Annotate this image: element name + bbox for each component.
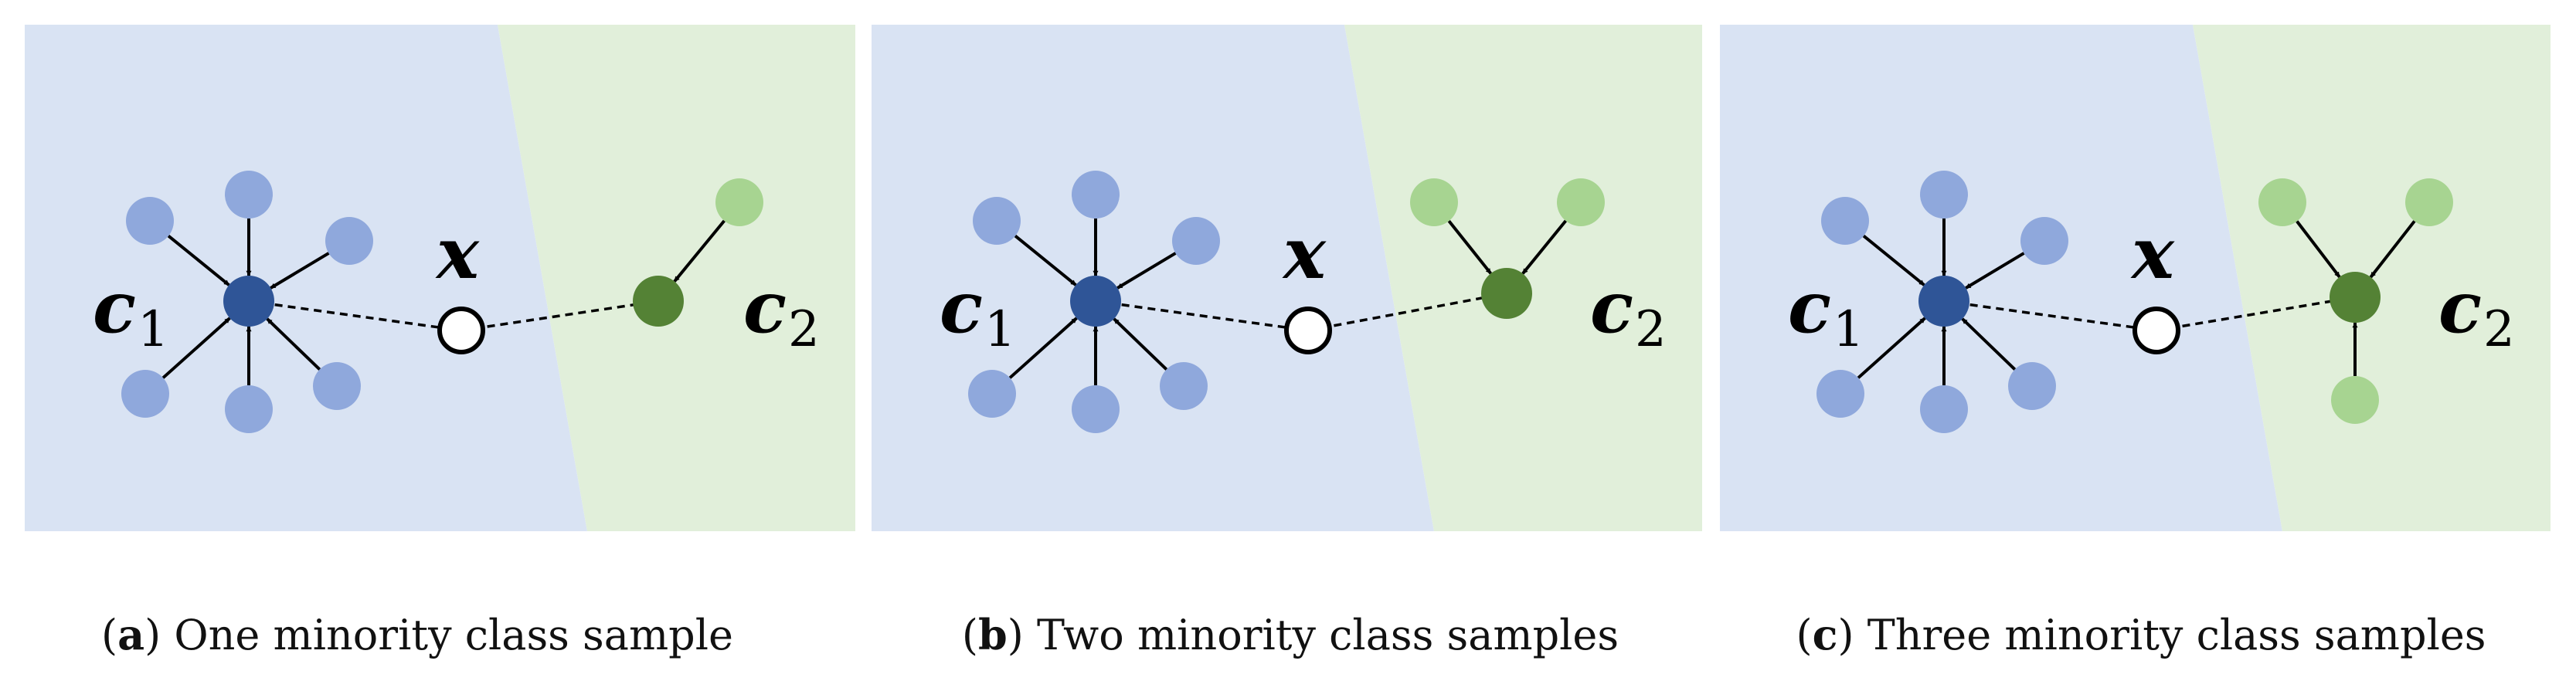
majority-sample bbox=[973, 197, 1021, 245]
majority-arrow bbox=[270, 252, 330, 290]
caption-paren-close: ) bbox=[1837, 611, 1867, 659]
majority-sample bbox=[1172, 217, 1220, 265]
majority-sample bbox=[1072, 171, 1120, 219]
minority-arrow bbox=[1447, 220, 1493, 275]
majority-sample bbox=[325, 217, 373, 265]
majority-arrow bbox=[266, 317, 321, 371]
caption-paren-open: ( bbox=[1796, 611, 1813, 659]
minority-center bbox=[2330, 272, 2381, 323]
distance-line-c1 bbox=[248, 300, 462, 332]
majority-sample bbox=[1160, 362, 1208, 410]
caption-text: Two minority class samples bbox=[1036, 611, 1619, 659]
caption-b: (b) Two minority class samples bbox=[881, 596, 1700, 673]
majority-arrow bbox=[1862, 234, 1925, 286]
majority-arrow bbox=[1965, 252, 2025, 290]
query-point bbox=[437, 307, 485, 354]
majority-sample bbox=[968, 370, 1016, 418]
majority-sample bbox=[1072, 385, 1120, 433]
minority-sample bbox=[2258, 178, 2306, 226]
label-c1-subscript: 1 bbox=[984, 301, 1016, 358]
caption-paren-open: ( bbox=[961, 611, 978, 659]
minority-sample bbox=[2331, 376, 2379, 424]
minority-center bbox=[1481, 268, 1532, 319]
caption-letter: b bbox=[977, 610, 1008, 659]
majority-arrow bbox=[1961, 317, 2017, 371]
caption-paren-open: ( bbox=[101, 611, 118, 659]
majority-arrow bbox=[1116, 252, 1177, 290]
minority-arrow bbox=[2369, 220, 2416, 279]
minority-arrow bbox=[673, 219, 726, 283]
majority-sample bbox=[1816, 370, 1864, 418]
caption-text: Three minority class samples bbox=[1867, 611, 2486, 659]
majority-center bbox=[1070, 276, 1121, 327]
majority-center bbox=[1918, 276, 1969, 327]
caption-a: (a) One minority class sample bbox=[15, 596, 819, 673]
majority-arrow bbox=[1113, 317, 1168, 371]
majority-arrow bbox=[1014, 234, 1077, 286]
minority-arrow bbox=[1521, 219, 1567, 275]
distance-line-c1 bbox=[1943, 300, 2157, 332]
label-c2-subscript: 2 bbox=[2483, 301, 2515, 358]
caption-paren-close: ) bbox=[1007, 611, 1037, 659]
label-x: x bbox=[435, 212, 480, 295]
majority-sample bbox=[225, 171, 273, 219]
caption-c: (c) Three minority class samples bbox=[1720, 596, 2562, 673]
majority-center bbox=[223, 276, 274, 327]
majority-sample bbox=[126, 197, 174, 245]
minority-arrow bbox=[2296, 220, 2341, 278]
caption-paren-close: ) bbox=[144, 611, 175, 659]
majority-arrow bbox=[167, 234, 230, 286]
majority-sample bbox=[2020, 217, 2068, 265]
majority-sample bbox=[121, 370, 169, 418]
distance-line-c2 bbox=[1307, 292, 1507, 332]
majority-sample bbox=[313, 362, 361, 410]
majority-sample bbox=[1920, 385, 1968, 433]
caption-letter: a bbox=[117, 610, 145, 659]
majority-sample bbox=[1821, 197, 1869, 245]
label-c1-subscript: 1 bbox=[138, 301, 169, 358]
minority-center bbox=[633, 276, 684, 327]
label-x: x bbox=[1282, 212, 1327, 295]
majority-sample bbox=[225, 385, 273, 433]
label-c2-subscript: 2 bbox=[1635, 301, 1667, 358]
majority-sample bbox=[2008, 362, 2056, 410]
majority-arrow bbox=[1008, 317, 1078, 379]
distance-line-c2 bbox=[460, 300, 659, 332]
majority-arrow bbox=[161, 317, 231, 379]
query-point bbox=[2133, 307, 2180, 354]
minority-sample bbox=[2405, 178, 2453, 226]
label-x: x bbox=[2130, 212, 2175, 295]
majority-arrow bbox=[1857, 317, 1926, 379]
label-c1-subscript: 1 bbox=[1833, 301, 1864, 358]
minority-sample bbox=[1557, 178, 1605, 226]
caption-letter: c bbox=[1812, 610, 1838, 659]
caption-text: One minority class sample bbox=[174, 611, 733, 659]
query-point bbox=[1284, 307, 1332, 354]
majority-sample bbox=[1920, 171, 1968, 219]
distance-line-c2 bbox=[2156, 296, 2356, 332]
label-c1: c1 bbox=[1788, 266, 1864, 358]
distance-line-c1 bbox=[1095, 300, 1309, 332]
label-c2-subscript: 2 bbox=[788, 301, 820, 358]
minority-sample bbox=[715, 178, 763, 226]
minority-sample bbox=[1410, 178, 1458, 226]
